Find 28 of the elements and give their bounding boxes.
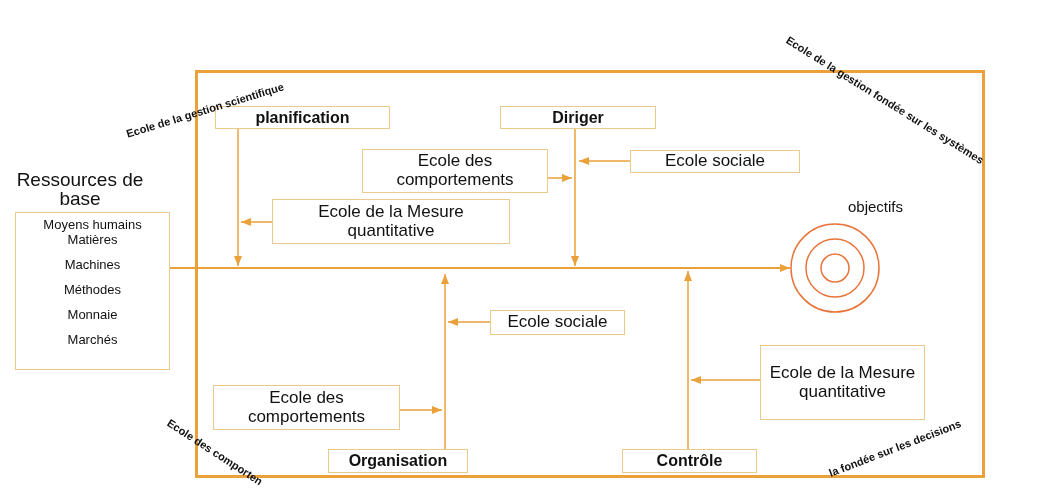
heading-label: Ressources de base xyxy=(15,170,145,208)
function-box: Diriger xyxy=(500,106,656,129)
arrow xyxy=(399,406,443,414)
arrow xyxy=(169,264,791,272)
arrow xyxy=(684,270,692,450)
arrow xyxy=(578,157,631,165)
function-box: Organisation xyxy=(328,449,468,473)
arrow xyxy=(447,318,491,326)
list-item: Monnaie xyxy=(67,307,118,322)
arrow xyxy=(234,128,242,267)
list-item: Moyens humains xyxy=(43,217,142,232)
arrow xyxy=(441,273,449,450)
school-box: Ecole des comportements xyxy=(362,149,548,193)
school-box: Ecole de la Mesure quantitative xyxy=(760,345,925,420)
school-box: Ecole sociale xyxy=(490,310,625,335)
list-item: Machines xyxy=(64,257,121,272)
list-item: Matières xyxy=(67,232,118,247)
heading-label: objectifs xyxy=(848,198,904,215)
function-box: Contrôle xyxy=(622,449,757,473)
arrow xyxy=(547,174,573,182)
arrow xyxy=(571,128,579,267)
school-box: Ecole sociale xyxy=(630,150,800,173)
arrow xyxy=(690,376,761,384)
arrow xyxy=(240,218,273,226)
list-item: Marchés xyxy=(67,332,118,347)
list-item: Méthodes xyxy=(63,282,122,297)
school-box: Ecole de la Mesure quantitative xyxy=(272,199,510,244)
school-box: Ecole des comportements xyxy=(213,385,400,430)
